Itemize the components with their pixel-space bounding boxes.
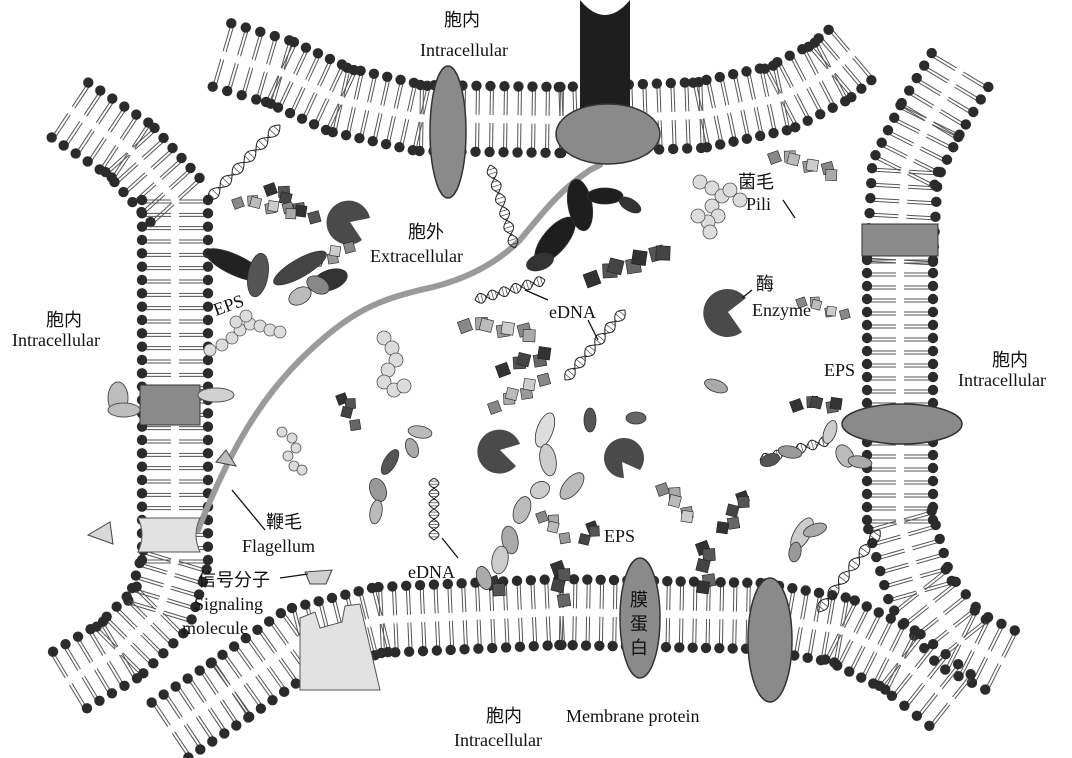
pili-en: Pili <box>746 194 771 214</box>
protein-ovals <box>202 177 873 591</box>
enzyme-en: Enzyme <box>752 300 811 320</box>
intracellular-top-zh: 胞内 <box>444 10 480 31</box>
intracellular-right-zh: 胞内 <box>992 350 1028 371</box>
eps-label-right: EPS <box>824 360 855 380</box>
eps-branch-2 <box>536 511 571 544</box>
signaling-en-2: molecule <box>182 618 248 638</box>
membrane-top <box>208 18 877 158</box>
membrane-protein-zh-2: 蛋 <box>630 614 648 635</box>
eps-branch-4 <box>695 540 716 594</box>
ligand-left-b <box>108 403 140 417</box>
flagellum-zh: 鞭毛 <box>266 512 302 533</box>
eps-chain-right-3 <box>789 396 842 413</box>
membrane-protein-right <box>862 224 938 256</box>
intracellular-bottom-zh: 胞内 <box>486 706 522 727</box>
signaling-molecule-a <box>305 570 332 584</box>
enzyme-zh: 酶 <box>756 274 774 295</box>
membrane-protein-left <box>140 385 200 425</box>
ligand-left-c <box>198 388 234 402</box>
edna-helix-5 <box>429 478 439 540</box>
enzyme-icon-d <box>604 438 644 478</box>
eps-branch-3 <box>578 521 599 546</box>
edna-helix-3 <box>475 277 545 303</box>
bead-chain-3 <box>277 427 307 475</box>
eps-chain-center-5 <box>336 393 361 431</box>
membrane-protein-right-oval <box>842 404 962 444</box>
extracellular-en: Extracellular <box>370 246 463 266</box>
eps-branch-5 <box>655 482 693 522</box>
eps-branch-1 <box>550 560 571 607</box>
channel-protein-top <box>580 0 630 108</box>
eps-chain-center-3 <box>495 346 551 377</box>
membrane-protein-top-center <box>556 104 660 164</box>
flagellum-en: Flagellum <box>242 536 315 556</box>
signaling-en-1: Signaling <box>194 594 263 614</box>
membrane-protein-bottom-right <box>748 578 792 702</box>
eps-chain-center-4 <box>487 373 550 415</box>
eps-label-bottom: EPS <box>604 526 635 546</box>
eps-chain-center-1 <box>583 245 670 288</box>
intracellular-top-en: Intracellular <box>420 40 508 60</box>
extracellular-zh: 胞外 <box>408 222 444 243</box>
intracellular-right-en: Intracellular <box>958 370 1046 390</box>
eps-branch-6 <box>716 490 749 533</box>
membrane-protein-top-left <box>430 66 466 198</box>
membrane-protein-en: Membrane protein <box>566 706 699 726</box>
membrane-protein-zh-3: 白 <box>630 638 648 659</box>
bead-chain-2 <box>377 331 411 397</box>
membrane-protein-zh-1: 膜 <box>630 590 648 611</box>
edna-label-center: eDNA <box>549 302 596 322</box>
eps-chain-right-1 <box>767 150 836 180</box>
pili-zh: 菌毛 <box>738 172 774 193</box>
intracellular-left-zh: 胞内 <box>46 310 82 331</box>
eps-chain-center-2 <box>457 317 535 342</box>
edna-helix-2 <box>487 165 518 248</box>
enzyme-icon-a <box>326 201 370 245</box>
enzyme-icon-b <box>703 289 746 337</box>
edna-label-bottom: eDNA <box>408 562 455 582</box>
intracellular-left-en: Intracellular <box>12 330 100 350</box>
signaling-molecule-b <box>88 522 113 544</box>
intracellular-bottom-en: Intracellular <box>454 730 542 750</box>
membrane-pore-left <box>138 518 200 552</box>
enzyme-icon-c <box>477 430 520 474</box>
signaling-zh: 信号分子 <box>198 570 270 591</box>
